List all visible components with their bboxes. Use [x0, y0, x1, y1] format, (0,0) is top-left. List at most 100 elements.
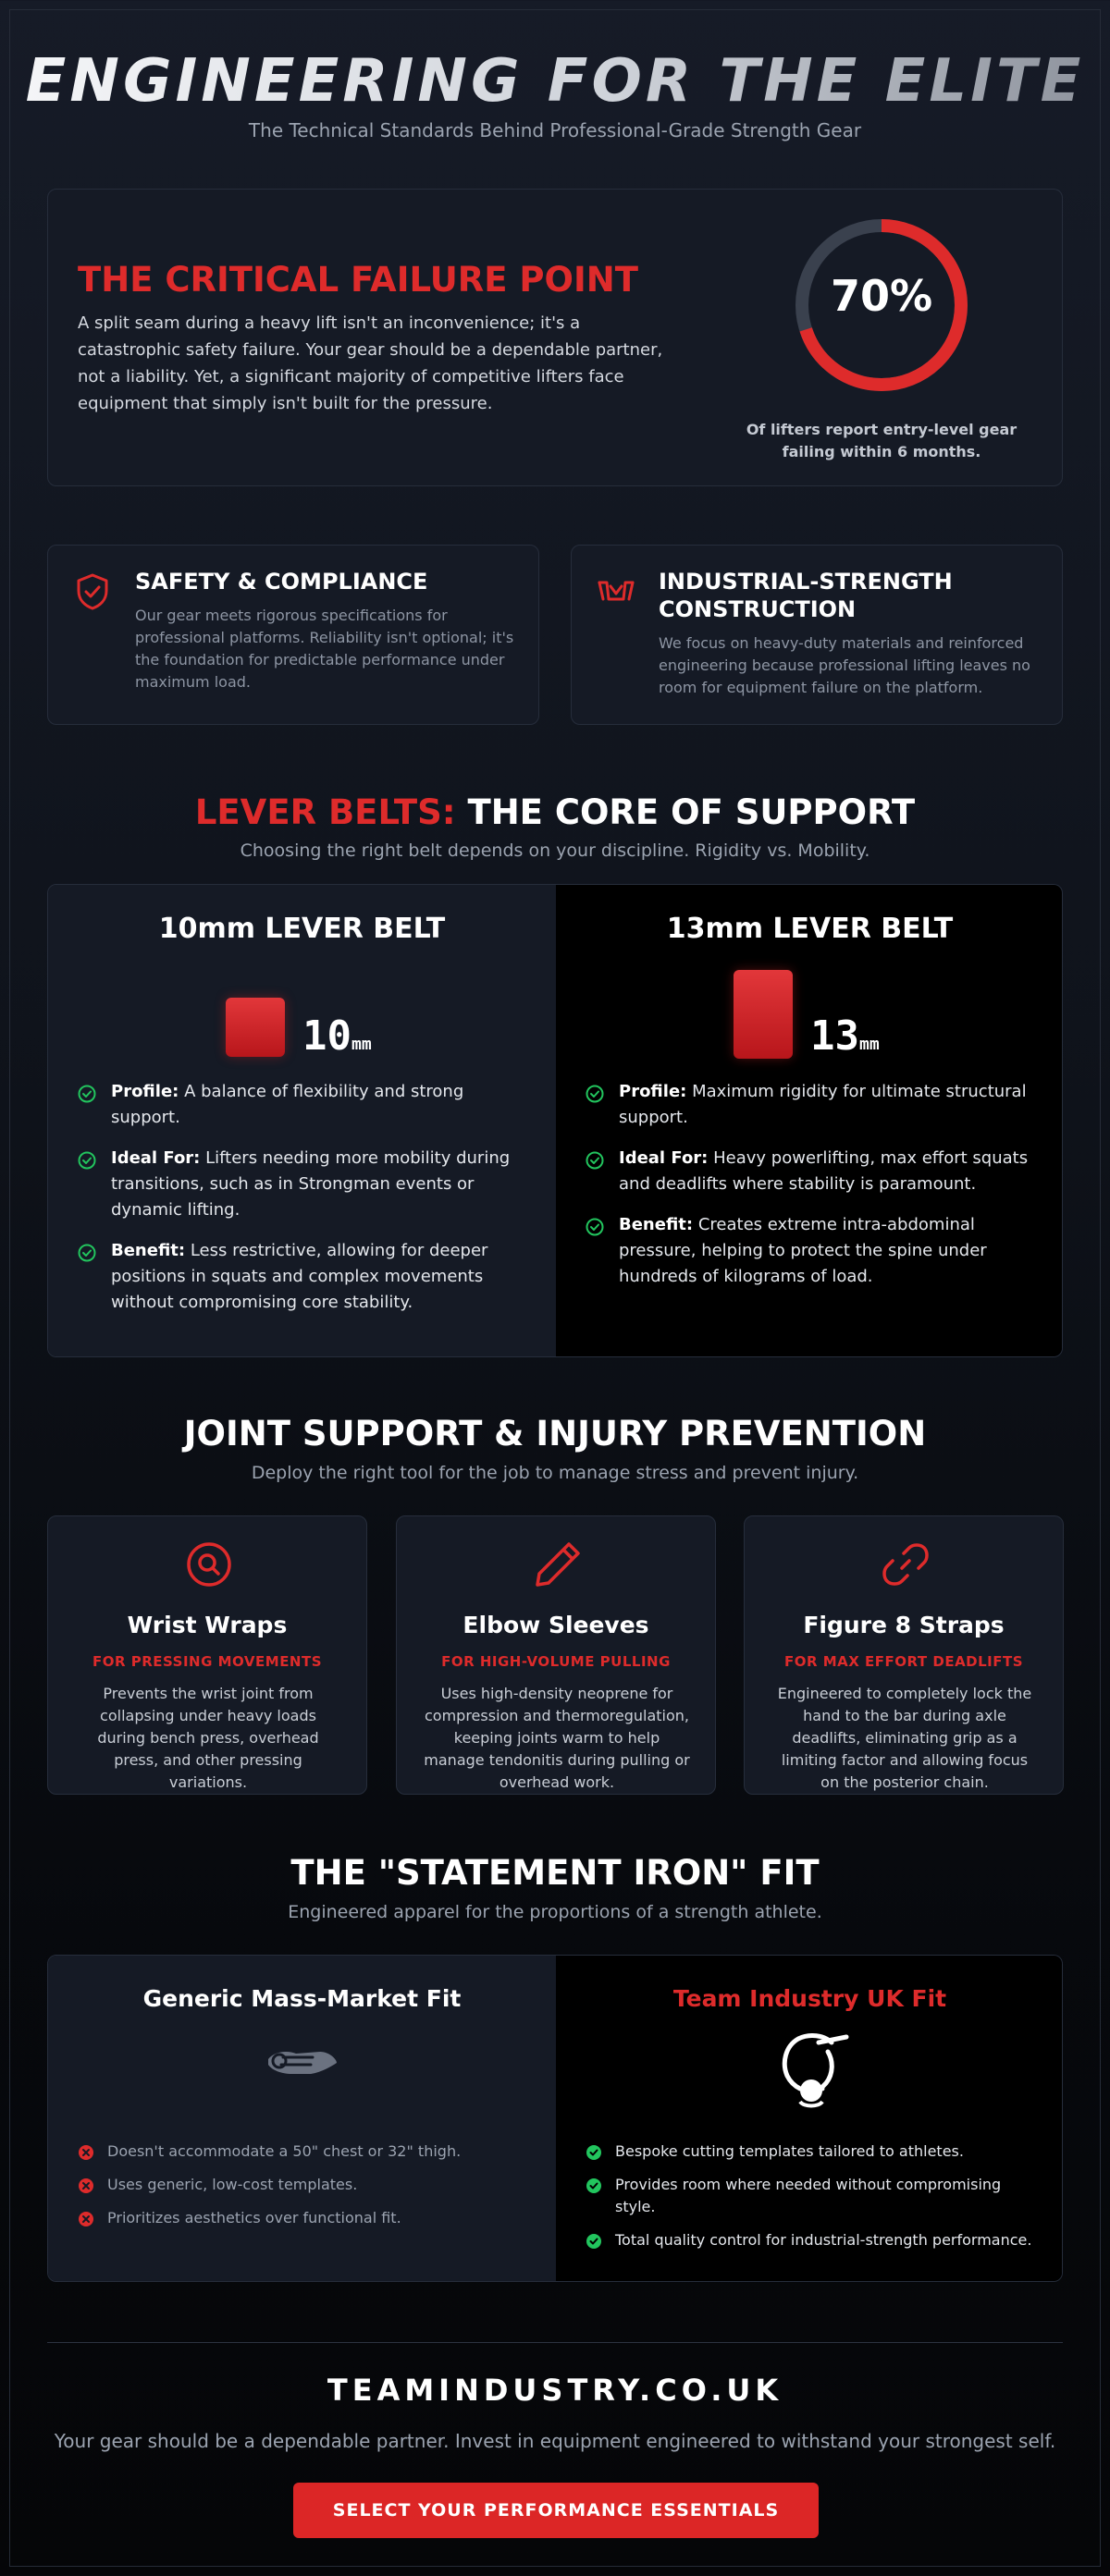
select-essentials-button[interactable]: SELECT YOUR PERFORMANCE ESSENTIALS	[293, 2483, 819, 2538]
fit-section-subtitle: Engineered apparel for the proportions o…	[288, 1902, 822, 1922]
belt-card-13mm: 13mm LEVER BELT 13mm Profile: Maximum ri…	[556, 885, 1062, 1356]
joint-title: Wrist Wraps	[127, 1612, 288, 1638]
search-icon	[187, 1542, 231, 1587]
fit-section-title: THE "STATEMENT IRON" FIT	[290, 1853, 820, 1893]
x-circle-icon	[79, 2178, 93, 2193]
belt-point-label: Profile:	[111, 1082, 179, 1101]
joint-title: Figure 8 Straps	[803, 1612, 1005, 1638]
belt-point-text: Heavy powerlifting, max effort squats an…	[619, 1148, 1029, 1194]
fit-card-generic: Generic Mass-Market Fit Doesn't accommod…	[48, 1956, 556, 2281]
failure-rate-value: 70%	[830, 271, 933, 321]
check-circle-icon	[586, 2145, 601, 2160]
belt-point-label: Benefit:	[619, 1215, 694, 1234]
x-circle-icon	[79, 2212, 93, 2226]
belt-title: 10mm LEVER BELT	[158, 913, 446, 945]
check-circle-icon	[78, 1085, 96, 1103]
fit-item-text: Total quality control for industrial-str…	[615, 2231, 1032, 2249]
belt-point-label: Benefit:	[111, 1241, 186, 1260]
fit-item-text: Doesn't accommodate a 50" chest or 32" t…	[107, 2142, 462, 2160]
belt-point: Profile: Maximum rigidity for ultimate s…	[586, 1079, 1039, 1131]
shield-check-icon	[77, 573, 108, 610]
footer-divider	[47, 2342, 1063, 2343]
belt-point-text: Lifters needing more mobility during tra…	[111, 1148, 511, 1220]
belt-thickness: 10mm	[302, 1012, 372, 1060]
fit-comparison: Generic Mass-Market Fit Doesn't accommod…	[47, 1955, 1063, 2282]
check-circle-icon	[586, 2178, 601, 2193]
failure-rate-ring	[796, 219, 968, 391]
feature-card-safety: SAFETY & COMPLIANCE Our gear meets rigor…	[47, 545, 539, 725]
joint-tag: FOR MAX EFFORT DEADLIFTS	[783, 1653, 1024, 1670]
joint-body: Engineered to completely lock the hand t…	[777, 1685, 1032, 1791]
critical-failure-card: THE CRITICAL FAILURE POINT A split seam …	[47, 189, 1063, 486]
industrial-icon	[598, 581, 635, 601]
belt-point: Benefit: Less restrictive, allowing for …	[78, 1238, 531, 1316]
feature-body: We focus on heavy-duty materials and rei…	[659, 634, 1030, 696]
belts-title-rest: THE CORE OF SUPPORT	[467, 792, 916, 832]
feature-body: Our gear meets rigorous specifications f…	[135, 607, 514, 691]
failure-rate-ring-fill	[796, 219, 968, 391]
critical-title: THE CRITICAL FAILURE POINT	[78, 260, 638, 300]
check-circle-icon	[586, 1085, 604, 1103]
check-circle-icon	[586, 1218, 604, 1236]
belts-section-subtitle: Choosing the right belt depends on your …	[240, 840, 870, 861]
belt-thickness-value: 10	[302, 1012, 352, 1060]
belt-point-label: Profile:	[619, 1082, 687, 1101]
belt-title: 13mm LEVER BELT	[666, 913, 954, 945]
critical-body: A split seam during a heavy lift isn't a…	[78, 313, 663, 413]
belt-comparison: 10mm LEVER BELT 10mm Profile: A balance …	[47, 884, 1063, 1357]
joints-section-title: JOINT SUPPORT & INJURY PREVENTION	[183, 1414, 927, 1454]
fit-item-text: Uses generic, low-cost templates.	[107, 2176, 358, 2193]
check-circle-icon	[586, 2234, 601, 2249]
check-circle-icon	[78, 1151, 96, 1170]
hero-title: ENGINEERING FOR THE ELITE	[10, 47, 1100, 116]
fit-item: Doesn't accommodate a 50" chest or 32" t…	[78, 2141, 531, 2163]
fit-item: Bespoke cutting templates tailored to at…	[586, 2141, 1039, 2163]
check-circle-icon	[78, 1244, 96, 1262]
belt-point-text: Creates extreme intra-abdominal pressure…	[619, 1215, 987, 1286]
fit-item-text: Prioritizes aesthetics over functional f…	[107, 2209, 401, 2226]
joint-body: Prevents the wrist joint from collapsing…	[97, 1685, 319, 1791]
fit-item: Prioritizes aesthetics over functional f…	[78, 2207, 531, 2229]
belt-points: Profile: Maximum rigidity for ultimate s…	[586, 1079, 1039, 1305]
feature-title: INDUSTRIAL-STRENGTH CONSTRUCTION	[659, 569, 953, 622]
belt-thickness-swatch	[734, 970, 793, 1059]
failure-rate-caption: Of lifters report entry-level gear faili…	[746, 421, 1018, 460]
belt-point-text: Less restrictive, allowing for deeper po…	[111, 1241, 488, 1312]
joint-card-wrist-wraps: Wrist Wraps FOR PRESSING MOVEMENTS Preve…	[47, 1515, 367, 1795]
fit-item: Provides room where needed without compr…	[586, 2174, 1039, 2218]
belt-point: Ideal For: Lifters needing more mobility…	[78, 1146, 531, 1223]
fit-items: Bespoke cutting templates tailored to at…	[586, 2141, 1039, 2263]
joint-tag: FOR PRESSING MOVEMENTS	[92, 1653, 323, 1670]
joint-tag: FOR HIGH-VOLUME PULLING	[441, 1653, 671, 1670]
belt-point-text: Maximum rigidity for ultimate structural…	[619, 1082, 1027, 1127]
joint-body: Uses high-density neoprene for compressi…	[424, 1685, 690, 1791]
joint-card-elbow-sleeves: Elbow Sleeves FOR HIGH-VOLUME PULLING Us…	[396, 1515, 716, 1795]
pencil-icon	[536, 1542, 580, 1587]
belt-thickness-swatch	[226, 998, 285, 1057]
belts-title-accent: LEVER BELTS:	[194, 792, 456, 832]
brand-name: TEAMINDUSTRY.CO.UK	[327, 2373, 783, 2408]
fit-item-text: Provides room where needed without compr…	[615, 2176, 1002, 2215]
fit-title: Generic Mass-Market Fit	[142, 1985, 462, 2012]
belt-point: Profile: A balance of flexibility and st…	[78, 1079, 531, 1131]
fit-items: Doesn't accommodate a 50" chest or 32" t…	[78, 2141, 531, 2240]
feature-card-construction: INDUSTRIAL-STRENGTH CONSTRUCTION We focu…	[571, 545, 1063, 725]
fit-title: Team Industry UK Fit	[672, 1985, 947, 2012]
belt-thickness: 13mm	[810, 1012, 880, 1060]
joint-title: Elbow Sleeves	[462, 1612, 649, 1638]
fit-item-text: Bespoke cutting templates tailored to at…	[615, 2142, 964, 2160]
joints-section-subtitle: Deploy the right tool for the job to man…	[251, 1463, 859, 1483]
feature-title: SAFETY & COMPLIANCE	[135, 569, 428, 595]
hero-subtitle: The Technical Standards Behind Professio…	[248, 119, 862, 141]
athlete-icon	[782, 2033, 849, 2108]
belt-thickness-value: 13	[810, 1012, 859, 1060]
hand-icon	[268, 2052, 337, 2074]
infographic-page: ENGINEERING FOR THE ELITE The Technical …	[9, 9, 1101, 2567]
belt-point: Ideal For: Heavy powerlifting, max effor…	[586, 1146, 1039, 1197]
footer-tagline: Your gear should be a dependable partner…	[54, 2430, 1056, 2452]
belt-point: Benefit: Creates extreme intra-abdominal…	[586, 1212, 1039, 1290]
link-icon	[882, 1543, 929, 1586]
belt-point-text: A balance of flexibility and strong supp…	[111, 1082, 464, 1127]
belts-section-title: LEVER BELTS: THE CORE OF SUPPORT	[10, 792, 1100, 832]
fit-item: Uses generic, low-cost templates.	[78, 2174, 531, 2196]
